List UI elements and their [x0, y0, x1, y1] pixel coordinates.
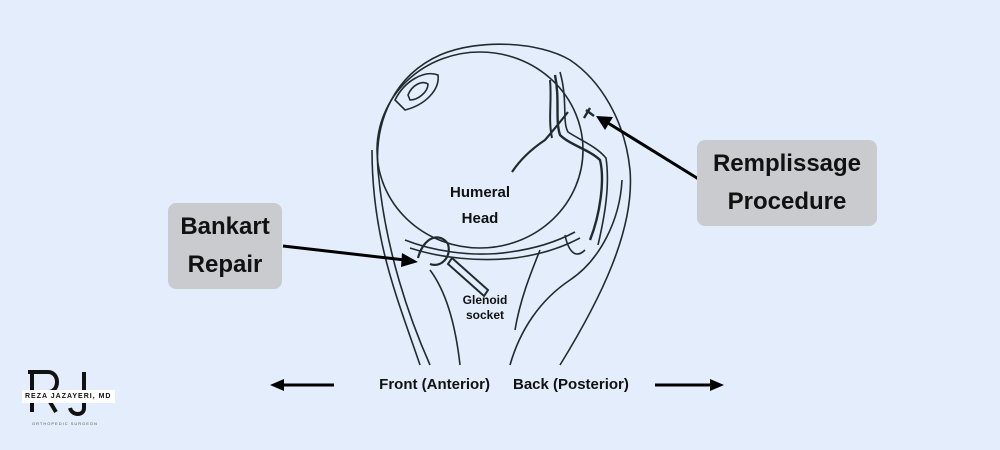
remplissage-line2: Procedure	[727, 188, 847, 215]
remplissage-line1: Remplissage	[712, 150, 862, 177]
remplissage-label: Remplissage Procedure	[697, 140, 877, 226]
bankart-line2: Repair	[187, 251, 263, 278]
humeral-line2: Head	[461, 210, 499, 227]
glenoid-line2: socket	[465, 308, 505, 322]
humeral-head-label: Humeral Head	[430, 180, 530, 232]
glenoid-line1: Glenoid	[462, 293, 508, 307]
logo: REZA JAZAYERI, MD ORTHOPEDIC SURGEON	[22, 368, 118, 430]
humeral-line1: Humeral	[449, 184, 511, 201]
front-anterior-label: Front (Anterior)	[379, 376, 490, 393]
bankart-line1: Bankart	[180, 213, 270, 240]
back-posterior-label: Back (Posterior)	[513, 376, 629, 393]
logo-name: REZA JAZAYERI, MD	[22, 390, 115, 403]
bankart-label: Bankart Repair	[168, 203, 282, 289]
glenoid-label: Glenoid socket	[445, 293, 525, 323]
logo-subtitle: ORTHOPEDIC SURGEON	[32, 421, 98, 426]
